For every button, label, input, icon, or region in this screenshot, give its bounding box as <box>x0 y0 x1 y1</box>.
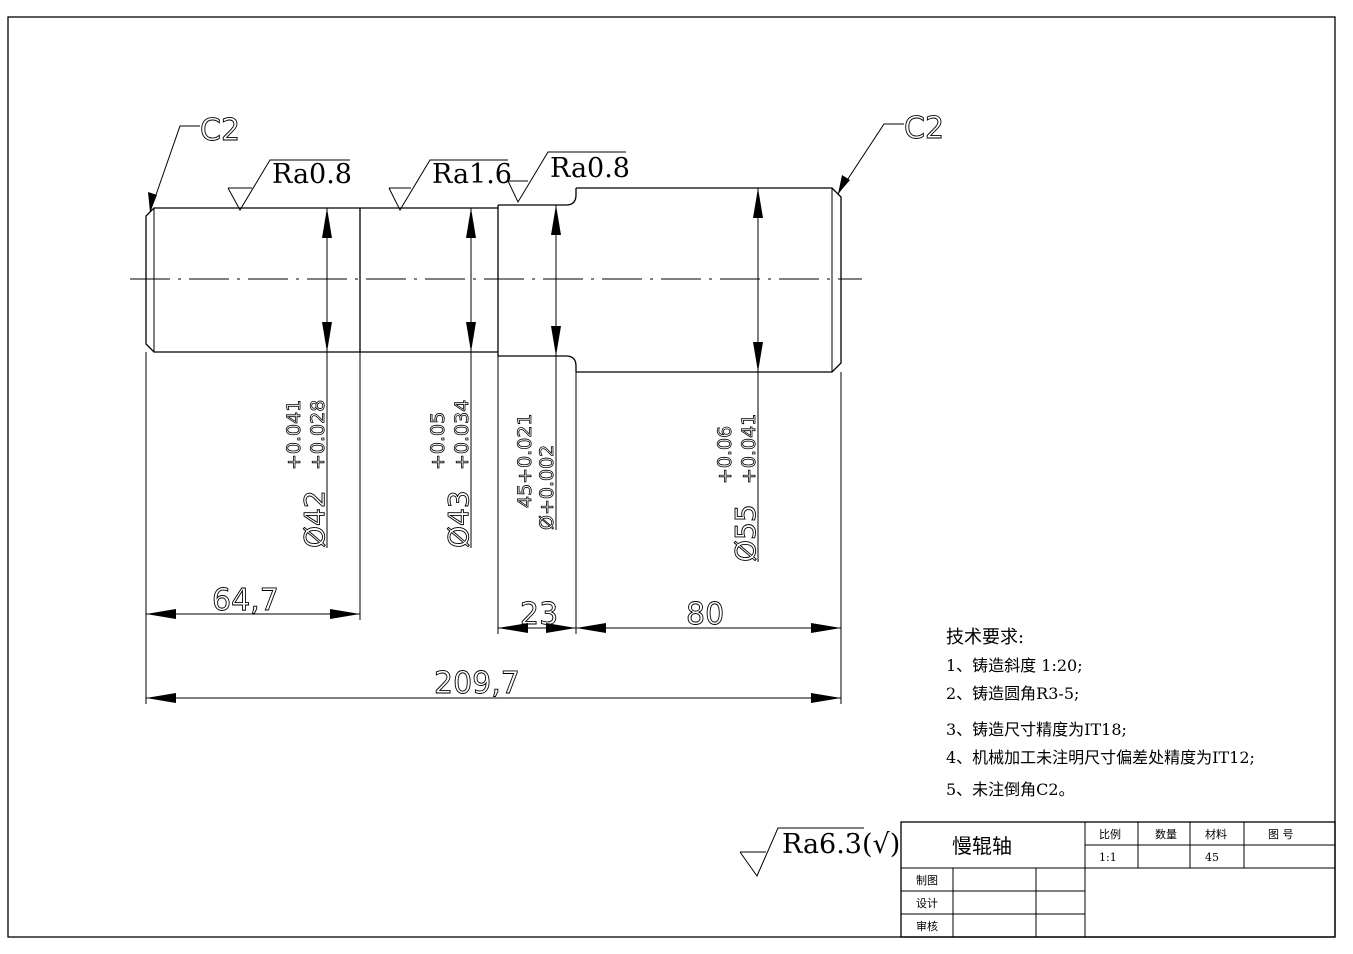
roughness-symbol-3 <box>507 151 626 204</box>
part-name: 慢辊轴 <box>952 834 1012 858</box>
svg-text:45+0.021: 45+0.021 <box>514 414 536 509</box>
svg-text:Ø42: Ø42 <box>298 490 331 548</box>
extension-lines <box>145 352 842 704</box>
note-item-5: 5、未注倒角C2。 <box>946 780 1075 799</box>
svg-text:+0.06: +0.06 <box>714 426 736 484</box>
roughness-label-3: Ra0.8 <box>550 153 630 184</box>
scale-value: 1:1 <box>1099 851 1117 864</box>
length-label-2: 23 <box>520 597 558 632</box>
chamfer-left-leader <box>148 125 200 213</box>
diameter-label-3: 45+0.021 Ø+0.002 <box>514 413 559 530</box>
length-dim-2 <box>498 623 576 633</box>
length-label-3: 80 <box>686 597 724 632</box>
diameter-label-2: Ø43 +0.05 +0.034 <box>427 399 476 548</box>
reviewed-by-label: 审核 <box>916 919 938 933</box>
chamfer-right-leader <box>837 123 904 195</box>
svg-text:Ø+0.002: Ø+0.002 <box>536 445 558 530</box>
diameter-label-1: Ø42 +0.041 +0.028 <box>283 399 332 548</box>
material-label: 材料 <box>1205 827 1227 841</box>
length-label-1: 64,7 <box>212 583 279 618</box>
material-value: 45 <box>1205 851 1219 864</box>
shaft-outline <box>145 187 842 373</box>
svg-text:+0.05: +0.05 <box>427 412 449 470</box>
diameter-dim-3 <box>551 205 561 530</box>
diameter-dim-2 <box>466 208 476 548</box>
diameter-label-4: Ø55 +0.06 +0.041 <box>714 413 763 562</box>
roughness-symbol-2 <box>388 159 508 212</box>
note-item-1: 1、铸造斜度 1:20; <box>946 656 1083 675</box>
svg-text:Ø43: Ø43 <box>442 490 475 548</box>
length-label-total: 209,7 <box>434 666 520 701</box>
length-dim-1 <box>146 609 360 619</box>
chamfer-left-label: C2 <box>200 113 240 148</box>
diameter-dim-4 <box>753 188 763 562</box>
svg-text:Ø55: Ø55 <box>729 504 762 562</box>
svg-text:+0.028: +0.028 <box>307 400 329 470</box>
roughness-label-1: Ra0.8 <box>272 159 352 190</box>
drawing-number-label: 图 号 <box>1268 828 1294 841</box>
note-item-3: 3、铸造尺寸精度为IT18; <box>946 720 1127 739</box>
roughness-symbol-1 <box>227 159 350 212</box>
svg-text:+0.041: +0.041 <box>283 400 305 470</box>
general-roughness-suffix: (√) <box>862 829 900 860</box>
general-roughness-label: Ra6.3 <box>782 829 862 860</box>
quantity-label: 数量 <box>1155 828 1177 841</box>
svg-text:+0.041: +0.041 <box>738 414 760 484</box>
length-dim-total <box>146 693 841 703</box>
chamfer-right-label: C2 <box>904 111 944 146</box>
designed-by-label: 设计 <box>916 897 938 910</box>
scale-label: 比例 <box>1099 827 1121 841</box>
drawn-by-label: 制图 <box>916 874 938 887</box>
svg-text:+0.034: +0.034 <box>451 400 473 470</box>
title-block <box>900 821 1336 938</box>
note-item-4: 4、机械加工未注明尺寸偏差处精度为IT12; <box>946 748 1255 767</box>
roughness-label-2: Ra1.6 <box>432 159 512 190</box>
notes-heading: 技术要求: <box>946 627 1024 648</box>
general-roughness-symbol <box>739 827 864 878</box>
length-dim-3 <box>576 623 841 633</box>
drawing-border <box>7 16 1336 938</box>
diameter-dim-1 <box>322 208 332 548</box>
note-item-2: 2、铸造圆角R3-5; <box>946 684 1079 703</box>
